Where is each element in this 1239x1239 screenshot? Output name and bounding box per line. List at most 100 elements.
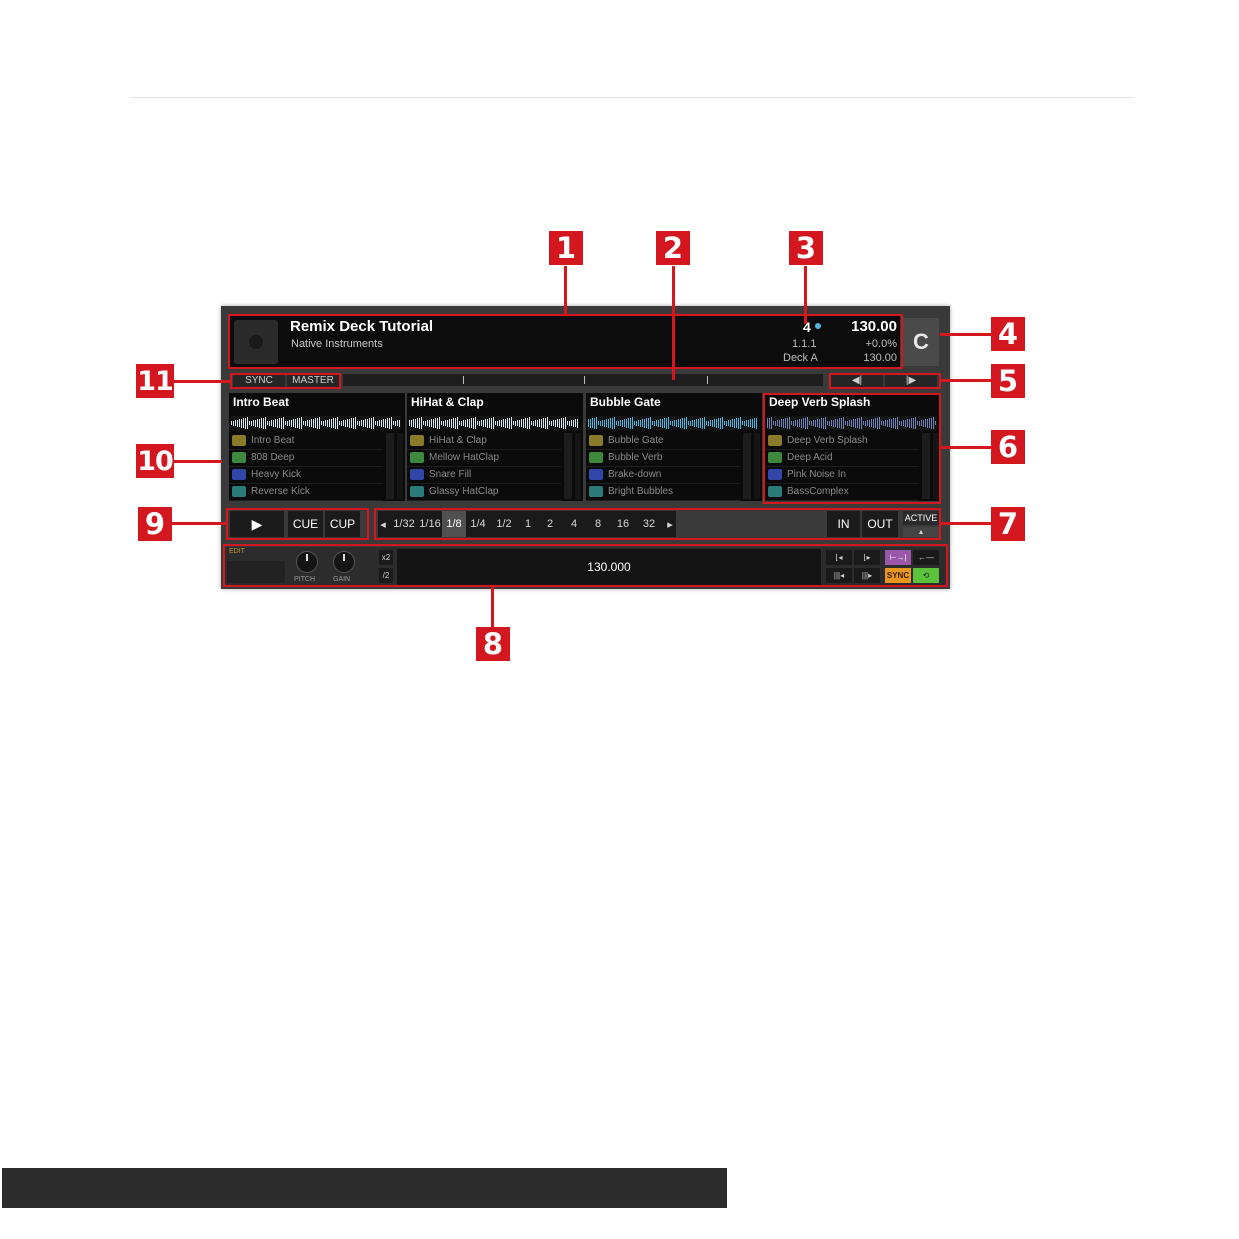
loop-size-button[interactable]: 32 xyxy=(642,518,656,530)
sample-cell[interactable]: Pink Noise In xyxy=(765,467,919,484)
jump-forward-button[interactable]: ⌊▸ xyxy=(854,550,880,565)
double-button[interactable]: x2 xyxy=(379,550,393,565)
loop-size-button[interactable]: 1/8 xyxy=(442,511,466,537)
halve-button[interactable]: /2 xyxy=(379,568,393,583)
tempo-value-display: 130.000 xyxy=(397,549,821,585)
sample-cell[interactable]: BassComplex xyxy=(765,484,919,501)
slot-filter-fader[interactable] xyxy=(933,433,939,499)
slot-title[interactable]: HiHat & Clap xyxy=(411,395,484,409)
beat-tick xyxy=(707,376,708,384)
loop-size-button[interactable]: 1/32 xyxy=(393,518,415,530)
jump-back-button[interactable]: ⌊◂ xyxy=(826,550,852,565)
slot-filter-fader[interactable] xyxy=(754,433,760,499)
sample-name: Snare Fill xyxy=(429,469,472,480)
beat-phase-icon xyxy=(815,323,821,329)
sync-toggle-button[interactable]: SYNC xyxy=(885,568,911,583)
pitch-knob[interactable] xyxy=(296,551,318,573)
slot-volume-fader[interactable] xyxy=(743,433,751,499)
sample-cell[interactable]: Bubble Verb xyxy=(586,450,740,467)
track-header: Remix Deck Tutorial Native Instruments 4… xyxy=(230,316,900,368)
callout-1: 1 xyxy=(549,231,583,265)
edit-label: EDIT xyxy=(229,548,245,555)
loop-icon xyxy=(232,486,246,497)
loop-size-button[interactable]: 1 xyxy=(524,518,532,530)
loop-toggle-button[interactable]: ⟲ xyxy=(913,568,939,583)
play-button[interactable]: ▶ xyxy=(230,511,284,537)
beatjump-back-button[interactable]: |||◂ xyxy=(826,568,852,583)
cue-button[interactable]: CUE xyxy=(288,511,323,537)
sample-cell[interactable]: HiHat & Clap xyxy=(407,433,561,450)
loop-size-button[interactable]: 16 xyxy=(616,518,630,530)
loop-size-button[interactable]: 4 xyxy=(570,518,578,530)
callout-7: 7 xyxy=(991,507,1025,541)
sample-cell[interactable]: Brake-down xyxy=(586,467,740,484)
loop-size-button[interactable]: 8 xyxy=(594,518,602,530)
transport-highlight xyxy=(226,508,369,540)
loop-prev-arrow[interactable]: ◂ xyxy=(380,518,386,531)
sample-cell[interactable]: Deep Acid xyxy=(765,450,919,467)
cup-button[interactable]: CUP xyxy=(325,511,360,537)
sample-cell[interactable]: Bright Bubbles xyxy=(586,484,740,501)
slot-volume-fader[interactable] xyxy=(564,433,572,499)
reverse-button[interactable]: ←— xyxy=(913,550,939,565)
leader-3 xyxy=(804,266,807,324)
tempo-offset: +0.0% xyxy=(865,338,898,350)
tempo-readout: 130.00 xyxy=(863,352,897,364)
slot-waveform[interactable] xyxy=(409,416,579,430)
loop-size-button[interactable]: 1/2 xyxy=(496,518,512,530)
sample-cell[interactable]: Glassy HatClap xyxy=(407,484,561,501)
gain-knob[interactable] xyxy=(333,551,355,573)
sample-cell[interactable]: Mellow HatClap xyxy=(407,450,561,467)
pitch-label: PITCH xyxy=(294,576,315,583)
slot-volume-fader[interactable] xyxy=(386,433,394,499)
position-readout: 1.1.1 xyxy=(792,338,817,350)
loop-icon xyxy=(410,469,424,480)
master-button[interactable]: MASTER xyxy=(287,374,339,387)
sample-name: 808 Deep xyxy=(251,452,295,463)
remix-deck: Remix Deck Tutorial Native Instruments 4… xyxy=(221,306,950,589)
slot-waveform[interactable] xyxy=(767,416,937,430)
loop-icon xyxy=(410,452,424,463)
sample-name: Deep Acid xyxy=(787,452,833,463)
sample-name: Heavy Kick xyxy=(251,469,302,480)
edit-area[interactable] xyxy=(227,561,285,583)
sample-cell[interactable]: 808 Deep xyxy=(229,450,383,467)
page-prev-button[interactable]: ◀| xyxy=(831,374,883,387)
sample-name: BassComplex xyxy=(787,486,849,497)
loop-in-button[interactable]: IN xyxy=(827,511,860,537)
loop-out-button[interactable]: OUT xyxy=(862,511,898,537)
sample-cell[interactable]: Heavy Kick xyxy=(229,467,383,484)
loop-icon xyxy=(768,469,782,480)
loop-move-button[interactable]: ⊢→| xyxy=(885,550,911,565)
loop-next-arrow[interactable]: ▸ xyxy=(667,518,673,531)
sample-cell[interactable]: Reverse Kick xyxy=(229,484,383,501)
slot-waveform[interactable] xyxy=(588,416,758,430)
slot-title[interactable]: Bubble Gate xyxy=(590,395,661,409)
slot-volume-fader[interactable] xyxy=(922,433,930,499)
loop-size-button[interactable]: 1/16 xyxy=(419,518,441,530)
sample-cell[interactable]: Bubble Gate xyxy=(586,433,740,450)
sample-cell[interactable]: Deep Verb Splash xyxy=(765,433,919,450)
sample-name: Reverse Kick xyxy=(251,486,310,497)
cover-art[interactable] xyxy=(234,320,278,364)
loop-size-button[interactable]: 1/4 xyxy=(470,518,486,530)
sample-cell[interactable]: Snare Fill xyxy=(407,467,561,484)
slot-title[interactable]: Deep Verb Splash xyxy=(769,395,871,409)
deck-letter-button[interactable]: C xyxy=(903,318,939,366)
leader-4 xyxy=(940,333,991,336)
bpm-display: 130.00 xyxy=(851,318,897,335)
beatjump-forward-button[interactable]: |||▸ xyxy=(854,568,880,583)
sync-highlight xyxy=(230,373,341,389)
slot-filter-fader[interactable] xyxy=(575,433,581,499)
page-next-button[interactable]: |▶ xyxy=(885,374,937,387)
loop-active-toggle[interactable]: ▲ xyxy=(903,527,939,537)
slot-filter-fader[interactable] xyxy=(397,433,403,499)
header-highlight xyxy=(228,314,903,369)
sync-button[interactable]: SYNC xyxy=(233,374,285,387)
loop-size-button[interactable]: 2 xyxy=(546,518,554,530)
sample-cell[interactable]: Intro Beat xyxy=(229,433,383,450)
loop-active-button[interactable]: ACTIVE xyxy=(903,511,939,525)
slot-title[interactable]: Intro Beat xyxy=(233,395,290,409)
slot-waveform[interactable] xyxy=(231,416,401,430)
